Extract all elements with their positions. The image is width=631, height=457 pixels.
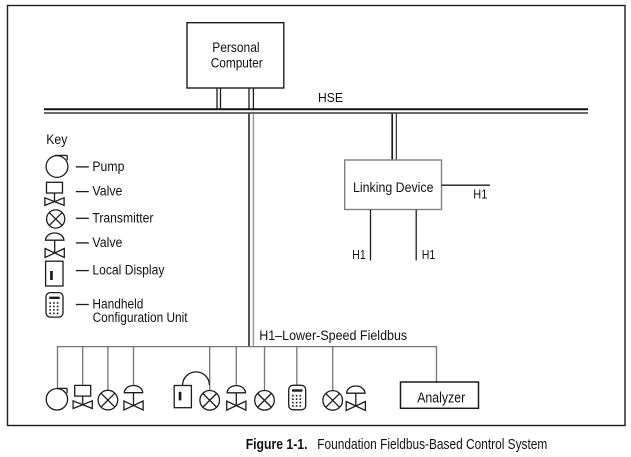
svg-text:Personal: Personal [212, 40, 259, 55]
svg-text:Valve: Valve [92, 184, 122, 199]
svg-text:Foundation Fieldbus-Based Cont: Foundation Fieldbus-Based Control System [317, 436, 547, 453]
svg-text:H1: H1 [473, 186, 487, 201]
svg-text:Figure 1-1.: Figure 1-1. [246, 436, 308, 453]
svg-text:Pump: Pump [92, 159, 124, 174]
svg-text:Computer: Computer [211, 55, 263, 70]
svg-text:Analyzer: Analyzer [417, 391, 465, 407]
svg-text:Configuration Unit: Configuration Unit [93, 310, 188, 325]
svg-text:Local Display: Local Display [92, 263, 164, 278]
svg-text:H1: H1 [352, 247, 366, 262]
svg-text:H1: H1 [422, 247, 436, 262]
svg-text:HSE: HSE [318, 91, 343, 105]
svg-text:Valve: Valve [92, 235, 122, 250]
svg-text:Key: Key [46, 132, 67, 147]
svg-text:H1–Lower-Speed Fieldbus: H1–Lower-Speed Fieldbus [259, 328, 407, 343]
svg-text:Handheld: Handheld [92, 297, 143, 312]
svg-text:Transmitter: Transmitter [92, 210, 153, 225]
svg-text:Linking Device: Linking Device [353, 180, 434, 195]
